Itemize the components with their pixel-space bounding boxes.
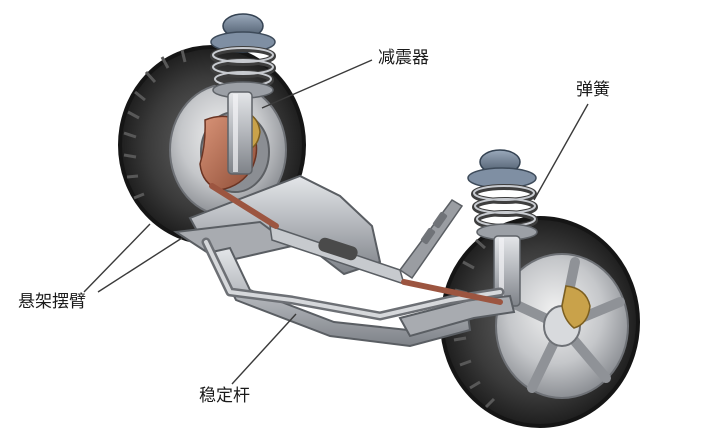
right-brake-caliper <box>561 285 591 329</box>
leader-shock-absorber <box>261 59 373 109</box>
steering-rack-boot <box>318 237 358 261</box>
tie-rods <box>209 183 503 305</box>
left-shock-absorber <box>227 91 253 175</box>
leader-lines <box>83 59 589 385</box>
left-strut <box>210 13 276 175</box>
stabilizer-bar <box>201 237 505 321</box>
leader-stabilizer-bar <box>231 313 297 385</box>
label-spring: 弹簧 <box>576 80 610 100</box>
left-tire-tread <box>123 49 187 200</box>
leader-control-arm-1 <box>83 223 151 293</box>
leader-spring <box>533 103 589 201</box>
right-wheel <box>440 216 640 428</box>
steering-shaft <box>398 199 464 280</box>
subframe <box>173 174 516 348</box>
leader-control-arm-2 <box>97 237 183 293</box>
label-control-arm: 悬架摆臂 <box>18 292 86 312</box>
label-shock-absorber: 减震器 <box>378 48 429 68</box>
label-stabilizer-bar: 稳定杆 <box>199 386 250 406</box>
